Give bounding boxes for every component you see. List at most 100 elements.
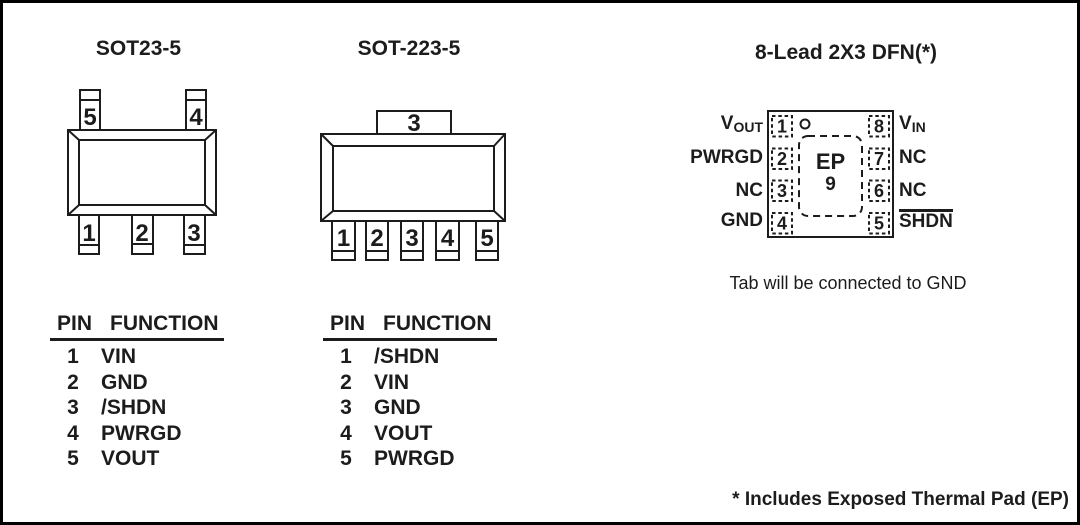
table-row: 5 PWRGD: [323, 446, 497, 472]
sot23-title: SOT23-5: [95, 37, 182, 60]
sot23-body-outline: [67, 129, 217, 216]
vout-label-main: V: [720, 113, 734, 134]
dfn-pin7-label: NC: [899, 147, 927, 168]
dfn-ep-label: EP: [816, 149, 845, 174]
sot23-pin1-lead: [78, 214, 100, 255]
dfn-pin5-pad: [868, 212, 890, 235]
dfn-pin3-number: 3: [777, 181, 787, 201]
sot223-pin1-number: 1: [337, 225, 350, 252]
pin-number: 4: [67, 421, 79, 445]
sot223-title: SOT-223-5: [357, 37, 461, 60]
dfn-pin1-number: 1: [777, 117, 787, 137]
dfn-exposed-pad: [798, 135, 863, 217]
pin-number: 2: [67, 370, 79, 394]
pin-function: VOUT: [101, 447, 160, 471]
pin-number: 2: [340, 370, 352, 394]
pin-number: 3: [67, 396, 79, 420]
dfn-pin5-label: SHDN: [899, 209, 1049, 232]
pin-number: 5: [340, 447, 352, 471]
dfn-pin7-pad: [868, 147, 890, 170]
pin-function: VOUT: [374, 421, 433, 445]
dfn-pin7-number: 7: [874, 149, 884, 169]
sot223-pin2-number: 2: [370, 225, 383, 252]
table-row: 2 GND: [50, 370, 224, 396]
table-row: 3 /SHDN: [50, 395, 224, 421]
pin-number: 4: [340, 421, 352, 445]
sot223-pin1-lead: [331, 220, 356, 261]
sot223-pin5-number: 5: [480, 225, 493, 252]
sot23-body-inner: [78, 139, 206, 206]
sot23-pin3-lead: [183, 214, 206, 255]
sot23-table-header: PIN FUNCTION: [50, 313, 224, 341]
table-row: 3 GND: [323, 395, 497, 421]
pin-function: /SHDN: [374, 345, 440, 368]
dfn-pin1-label: VOUT: [613, 113, 763, 136]
sot23-pin4-number: 4: [189, 104, 203, 131]
pin-function: /SHDN: [101, 396, 167, 420]
table-row: 4 VOUT: [323, 421, 497, 447]
sot223-pin-function-table: PIN FUNCTION 1 /SHDN 2 VIN 3 GND 4 VOUT …: [323, 313, 497, 472]
sot223-body-outline: [320, 133, 506, 222]
sot223-pin4-number: 4: [441, 225, 455, 252]
dfn-package-outline: [767, 110, 894, 238]
dfn-pin4-number: 4: [777, 214, 787, 234]
sot23-pin2-lead: [131, 214, 154, 255]
dfn-pin4-label: GND: [720, 210, 763, 231]
table-row: 5 VOUT: [50, 446, 224, 472]
dfn-package-drawing: 1 2 3 4 8 7 6 5 EP 9: [767, 110, 894, 238]
dfn-pin6-label: NC: [899, 180, 927, 201]
sot223-package-drawing: 3 1 2 3 4 5: [320, 110, 506, 261]
dfn-pin6-pad: [868, 179, 890, 202]
sot223-pin4-lead: [435, 220, 460, 261]
pin-function: VIN: [101, 345, 137, 368]
sot223-pin3-lead: [400, 220, 424, 261]
pin-function: GND: [374, 396, 421, 420]
sot223-table-header: PIN FUNCTION: [323, 313, 497, 341]
dfn-pin3-pad: [771, 179, 793, 202]
sot23-pin2-number: 2: [135, 220, 148, 247]
pin-column-header: PIN: [330, 312, 366, 335]
dfn-pin5-number: 5: [874, 214, 884, 234]
sot223-pin2-lead: [365, 220, 389, 261]
table-row: 1 /SHDN: [323, 344, 497, 370]
vout-label-sub: OUT: [733, 119, 763, 135]
pin-number: 5: [67, 447, 79, 471]
sot223-pin3-number: 3: [405, 225, 418, 252]
sot23-pin1-number: 1: [82, 220, 95, 247]
dfn-tab-note: Tab will be connected to GND: [729, 273, 967, 293]
table-row: 1 VIN: [50, 344, 224, 370]
dfn-ep-number: 9: [825, 174, 836, 195]
dfn-pin2-label: PWRGD: [690, 147, 763, 168]
vin-label-sub: IN: [911, 119, 926, 135]
vin-label-main: V: [899, 113, 912, 134]
function-column-header: FUNCTION: [383, 312, 492, 335]
sot23-pin-function-table: PIN FUNCTION 1 VIN 2 GND 3 /SHDN 4 PWRGD…: [50, 313, 224, 472]
sot23-pin5-number: 5: [83, 104, 96, 131]
dfn-title: 8-Lead 2X3 DFN(*): [754, 41, 938, 64]
dfn-pin3-label: NC: [735, 180, 763, 201]
sot223-tab-number: 3: [407, 110, 420, 137]
dfn-pin6-number: 6: [874, 181, 884, 201]
sot223-pin5-lead: [475, 220, 499, 261]
sot223-body-inner: [332, 145, 495, 212]
dfn-pin8-pad: [868, 115, 890, 138]
sot23-package-drawing: 5 4 1 2 3: [67, 89, 217, 255]
dfn-pin2-pad: [771, 147, 793, 170]
table-row: 4 PWRGD: [50, 421, 224, 447]
pin-number: 3: [340, 396, 352, 420]
table-row: 2 VIN: [323, 370, 497, 396]
pin-function: VIN: [374, 370, 410, 394]
pin-number: 1: [340, 345, 352, 368]
dfn-pin2-number: 2: [777, 149, 787, 169]
pin-number: 1: [67, 345, 79, 368]
pin-column-header: PIN: [57, 312, 93, 335]
shdn-active-low-label: SHDN: [899, 209, 953, 232]
footnote: * Includes Exposed Thermal Pad (EP): [732, 489, 1069, 510]
pin-function: PWRGD: [374, 447, 455, 471]
sot23-pin3-number: 3: [187, 220, 200, 247]
dfn-pin8-label: VIN: [899, 113, 1049, 136]
dfn-pin8-number: 8: [874, 117, 884, 137]
function-column-header: FUNCTION: [110, 312, 219, 335]
pin-function: PWRGD: [101, 421, 182, 445]
